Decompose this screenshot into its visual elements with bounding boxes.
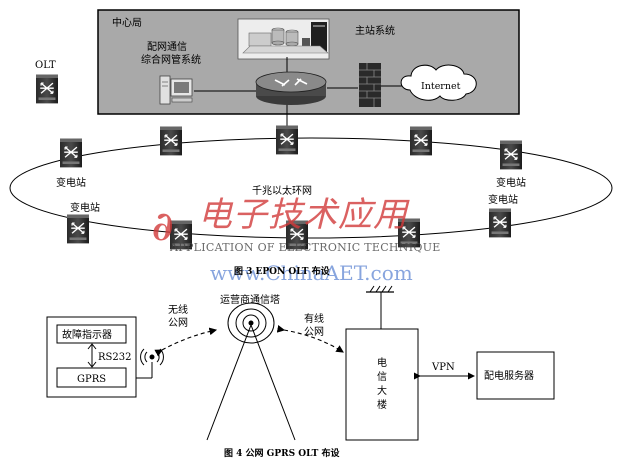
computer-icon (159, 75, 193, 105)
nms-label-line1: 配网通信 (147, 41, 187, 53)
gprs-label: GPRS (77, 374, 106, 385)
substation-label-left-bottom: 变电站 (70, 201, 100, 214)
wired-link (276, 325, 344, 353)
switch-icon (160, 126, 182, 156)
wireless-label-line1: 无线 (168, 303, 188, 316)
substation-label-right-bottom: 变电站 (488, 193, 518, 206)
figure-3-caption: 图 3 EPON OLT 布设 (234, 265, 331, 277)
watermark-url: www.ChinaAET.com (210, 261, 413, 285)
switch-icon (500, 140, 522, 170)
telecom-char-2: 信 (377, 371, 387, 383)
switch-icon (60, 138, 82, 168)
tower-icon (206, 302, 296, 441)
fault-indicator-label: 故障指示器 (62, 328, 112, 341)
switch-icon (410, 126, 432, 156)
telecom-char-1: 电 (377, 356, 387, 369)
figure-4-caption: 图 4 公网 GPRS OLT 布设 (224, 447, 340, 459)
switch-icon (36, 74, 58, 104)
cloud-icon (400, 64, 477, 101)
figure-3-epon-olt: 中心局 主站系统 配网通信 综合网管系统 (9, 9, 613, 285)
gigabit-ethernet-ring (9, 137, 613, 239)
watermark-subtitle: APPLICATION OF ELECTRONIC TECHNIQUE (169, 241, 441, 254)
telecom-char-3: 大 (377, 384, 387, 397)
watermark: ∂ 电子技术应用 APPLICATION OF ELECTRONIC TECHN… (152, 195, 441, 285)
watermark-logo-mark: ∂ (152, 203, 173, 250)
fault-indicator-box (56, 324, 127, 344)
wired-label-line2: 公网 (304, 326, 324, 338)
rs232-label: RS232 (98, 352, 131, 363)
watermark-logo-text: 电子技术应用 (198, 195, 410, 235)
nms-label-line2: 综合网管系统 (141, 53, 201, 66)
distribution-server-label: 配电服务器 (484, 369, 534, 382)
telecom-char-4: 楼 (377, 398, 387, 411)
switch-icon (276, 125, 298, 155)
central-office-label: 中心局 (112, 16, 142, 29)
substation-label-right-top: 变电站 (496, 176, 526, 189)
tower-label: 运营商通信塔 (220, 293, 280, 306)
router-icon (255, 71, 327, 105)
master-station-label: 主站系统 (355, 24, 395, 37)
building-antenna-icon (366, 285, 394, 329)
telecom-building-box (345, 328, 419, 441)
substation-label-left-top: 变电站 (56, 176, 86, 189)
olt-label: OLT (35, 60, 56, 71)
wireless-link (154, 327, 218, 357)
gprs-box (56, 367, 127, 388)
server-group (237, 18, 330, 60)
ring-label: 千兆以太环网 (252, 184, 312, 197)
firewall-icon (359, 63, 381, 107)
vpn-label: VPN (431, 362, 455, 373)
distribution-server-box (476, 351, 555, 400)
switch-icon (489, 208, 511, 238)
wired-label-line1: 有线 (304, 312, 324, 325)
server-icon (242, 22, 329, 54)
internet-label: Internet (421, 81, 461, 92)
switch-icon (67, 214, 89, 244)
figure-4-gprs: 故障指示器 RS232 GPRS 无线 公网 运营商通信塔 有线 公网 (46, 285, 555, 459)
wireless-label-line2: 公网 (168, 317, 188, 329)
